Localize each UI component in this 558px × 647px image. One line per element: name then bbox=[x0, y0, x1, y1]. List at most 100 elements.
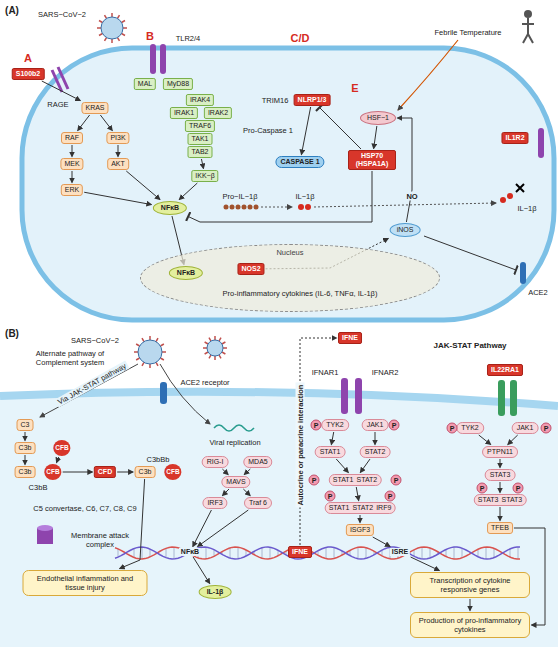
arrow-connector bbox=[508, 435, 518, 445]
node-text: C3b bbox=[139, 468, 152, 476]
node-text: IRAK4 bbox=[190, 96, 210, 104]
protein-box: JAK1 bbox=[362, 419, 389, 431]
arrow-connector bbox=[42, 81, 80, 101]
dna-rung bbox=[150, 549, 151, 557]
pathway-label: JAK-STAT Pathway bbox=[433, 341, 506, 350]
note-label: Viral replication bbox=[209, 438, 260, 447]
callout-letter: E bbox=[351, 84, 358, 93]
protein-box: STAT3 bbox=[485, 469, 516, 481]
drawing-part bbox=[97, 27, 101, 29]
virus-icon bbox=[203, 336, 227, 360]
highlight-box: S100b2 bbox=[12, 68, 45, 80]
protein-box: MDA5 bbox=[243, 456, 272, 468]
arrow-connector bbox=[336, 459, 348, 473]
phospho-circle: P bbox=[385, 491, 396, 502]
complex-label: C3bBb bbox=[147, 455, 170, 464]
il22ra1-receptor bbox=[510, 380, 517, 416]
arrow-connector bbox=[375, 432, 376, 445]
outcome-box: Production of pro-inflammatory cytokines bbox=[410, 612, 530, 638]
arrow-connector bbox=[72, 145, 73, 157]
drawing-part bbox=[160, 358, 163, 360]
dna-rung bbox=[366, 548, 367, 559]
factor-circle: CFB bbox=[164, 464, 181, 480]
callout-letter: C/D bbox=[291, 34, 310, 43]
node-text: STAT3 bbox=[478, 496, 499, 504]
note-label: Pro-inflammatory cytokines (IL-6, TNFα, … bbox=[223, 289, 378, 298]
drawing-part bbox=[222, 352, 225, 354]
dna-rung bbox=[486, 547, 487, 559]
cytokine-label: Pro−IL−1β bbox=[222, 192, 257, 201]
arrow-connector bbox=[100, 115, 112, 131]
phospho-circle: P bbox=[477, 483, 488, 494]
edge-label: NO bbox=[404, 192, 419, 201]
arrow-connector bbox=[331, 432, 333, 445]
il22ra1-receptor bbox=[498, 380, 505, 416]
drawing-part bbox=[203, 347, 207, 349]
drawing-part bbox=[209, 338, 211, 341]
factor-oval: NFκB bbox=[169, 266, 203, 280]
protein-box: ISGF3 bbox=[346, 524, 374, 536]
drawing-part bbox=[500, 197, 506, 203]
node-text: CFD bbox=[98, 468, 112, 476]
note-label: Membrane attack complex bbox=[69, 531, 131, 549]
drawing-part bbox=[99, 21, 102, 23]
arrow-connector bbox=[470, 599, 471, 611]
highlight-box: CFD bbox=[94, 466, 116, 478]
il1b-molecule bbox=[298, 204, 311, 210]
dna-rung bbox=[166, 548, 167, 557]
arrow-connector bbox=[244, 469, 250, 475]
rage-receptor bbox=[52, 67, 68, 92]
receptor-label: IFNAR2 bbox=[372, 368, 399, 377]
drawing-part bbox=[162, 351, 166, 353]
drawing-part bbox=[105, 38, 107, 41]
inhibition-line bbox=[424, 236, 516, 270]
node-text: IL22RA1 bbox=[491, 366, 519, 374]
node-text: IRF3 bbox=[207, 499, 222, 507]
drawing-part bbox=[101, 17, 123, 39]
factor-circle: CFB bbox=[53, 440, 70, 456]
drawing-part bbox=[205, 342, 208, 344]
arrow-connector bbox=[411, 557, 440, 571]
factor-oval: NFκB bbox=[153, 201, 187, 215]
node-text: HSF−1 bbox=[367, 114, 389, 122]
person-icon bbox=[522, 18, 534, 43]
node-text: NFκB bbox=[181, 548, 199, 556]
dimer-box: STAT3STAT3 bbox=[474, 494, 527, 506]
drawing-part bbox=[122, 21, 125, 23]
drawing-part bbox=[222, 342, 225, 344]
dna-rung bbox=[358, 547, 359, 558]
arrow-connector bbox=[126, 171, 160, 200]
drawing-part bbox=[111, 13, 113, 17]
complex-label: C3bB bbox=[29, 483, 48, 492]
drawing-part bbox=[138, 340, 162, 364]
arrow-connector bbox=[301, 107, 310, 155]
cytokine-label: IL−1β bbox=[295, 192, 314, 201]
dna-rung bbox=[454, 547, 455, 559]
drawing-part bbox=[305, 204, 311, 210]
arrow-connector bbox=[179, 183, 197, 200]
drawing-part bbox=[207, 340, 223, 356]
node-text: ISGF3 bbox=[350, 526, 370, 534]
outcome-box: Endothelial inflammation and tissue inju… bbox=[23, 570, 148, 596]
drawing-part bbox=[149, 336, 151, 340]
node-text: S100b2 bbox=[16, 70, 41, 78]
dna-rung bbox=[206, 547, 207, 559]
dna-rung bbox=[118, 549, 119, 557]
arrow-connector bbox=[120, 479, 145, 569]
node-text: CFB bbox=[166, 468, 179, 476]
drawing-part bbox=[254, 205, 259, 210]
node-text: TFEB bbox=[491, 524, 509, 532]
dna-rung bbox=[326, 547, 327, 558]
pathway-label: Via JAK-STAT pathway bbox=[54, 360, 129, 407]
protein-box: JAK1 bbox=[512, 422, 539, 434]
drawing-part bbox=[118, 15, 120, 18]
node-text: RIG-I bbox=[207, 458, 224, 466]
edge-label: Autocrine or paracrine interaction bbox=[296, 383, 305, 508]
node-text: STAT1 bbox=[329, 504, 350, 512]
signal-box: TAK1 bbox=[188, 133, 213, 145]
dna-rung bbox=[270, 547, 271, 558]
receptor-label: IFNAR1 bbox=[312, 368, 339, 377]
arrow-connector bbox=[374, 126, 377, 149]
node-text: JAK1 bbox=[517, 424, 534, 432]
protein-box: AKT bbox=[107, 158, 129, 170]
